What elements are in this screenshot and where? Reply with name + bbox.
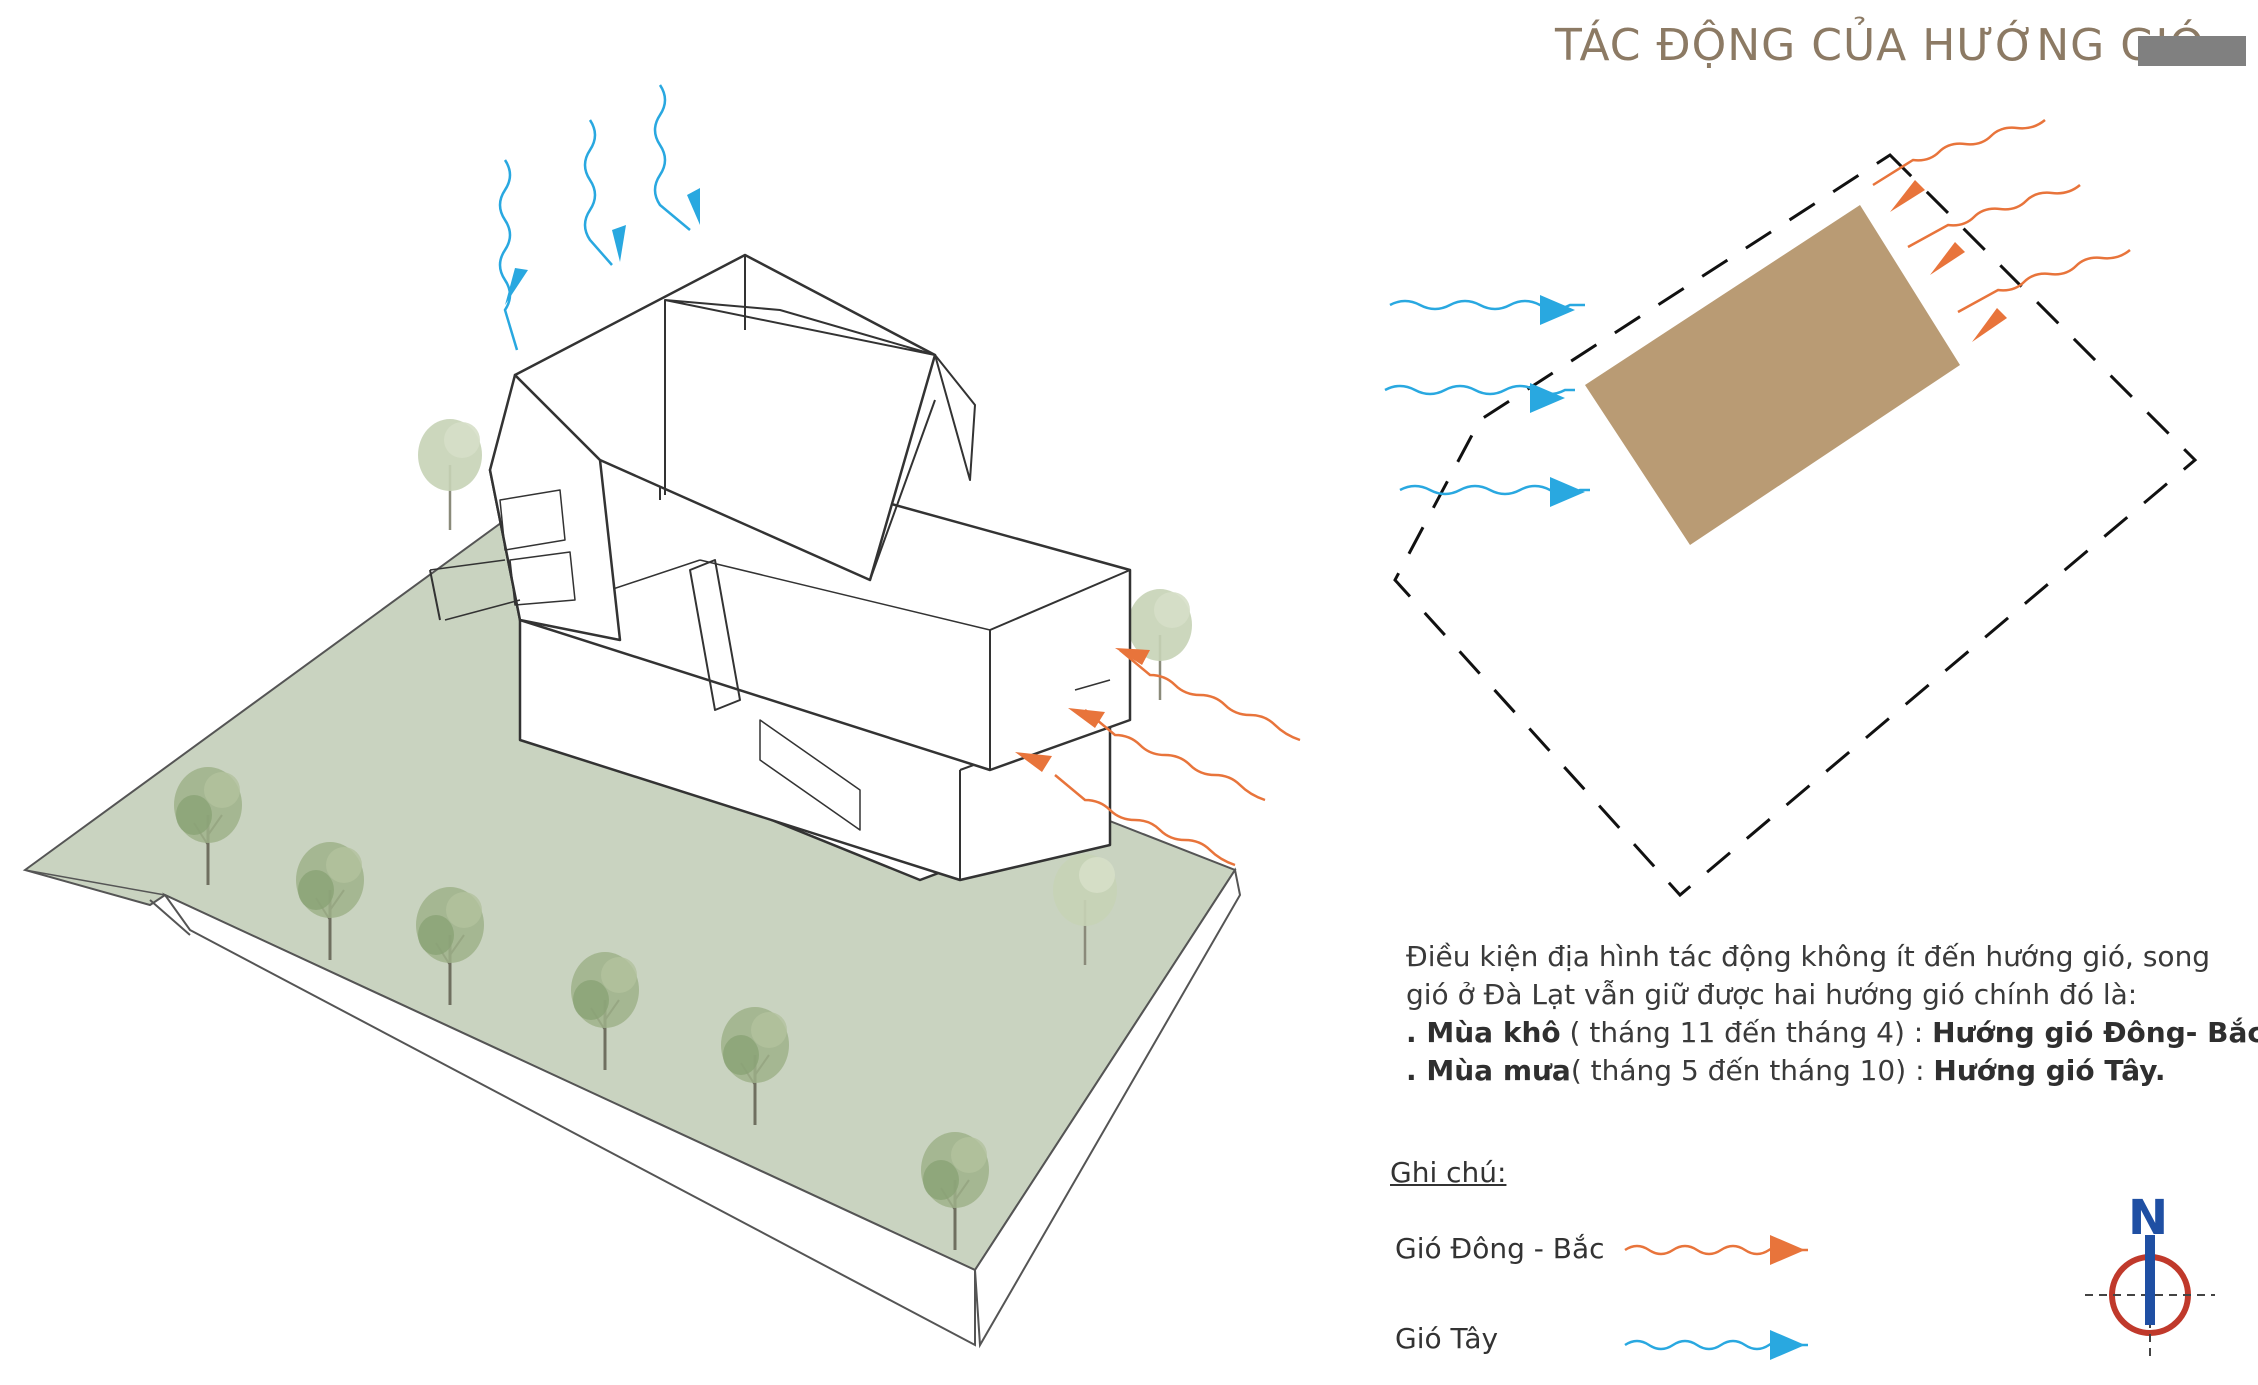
compass-icon	[2085, 1235, 2215, 1360]
west-wind-arrows-plan	[1384, 295, 1590, 507]
northeast-wind-arrows-plan	[1872, 119, 2131, 342]
legend-northeast-arrow	[1624, 1235, 1808, 1265]
legend-west-arrow	[1624, 1330, 1808, 1360]
description-line-2: gió ở Đà Lạt vẫn giữ được hai hướng gió …	[1406, 978, 2138, 1011]
page-title: TÁC ĐỘNG CỦA HƯỚNG GIÓ	[1555, 20, 2205, 71]
northeast-wind-arrows-house	[1015, 648, 1301, 867]
legend-title: Ghi chú:	[1390, 1156, 1507, 1189]
tree-icon	[1126, 587, 1194, 702]
rainy-season-line: . Mùa mưa( tháng 5 đến tháng 10) : Hướng…	[1406, 1054, 2166, 1087]
house-sketch	[429, 253, 1132, 882]
compass-north-label: N	[2128, 1190, 2169, 1246]
wind-description: Điều kiện địa hình tác động không ít đến…	[1406, 938, 2258, 1090]
legend-northeast-wind-label: Gió Đông - Bắc	[1395, 1232, 1605, 1265]
site-boundary	[1393, 153, 2198, 898]
title-accent-bar	[2138, 36, 2246, 66]
tree-icon	[416, 417, 484, 532]
site-plan	[1393, 153, 2198, 898]
building-footprint	[1585, 205, 1960, 545]
west-wind-arrows-house	[498, 84, 700, 351]
dry-season-line: . Mùa khô ( tháng 11 đến tháng 4) : Hướn…	[1406, 1016, 2258, 1049]
legend-west-wind-label: Gió Tây	[1395, 1322, 1499, 1355]
ground-plane	[22, 518, 1242, 1349]
description-line-1: Điều kiện địa hình tác động không ít đến…	[1406, 940, 2211, 973]
